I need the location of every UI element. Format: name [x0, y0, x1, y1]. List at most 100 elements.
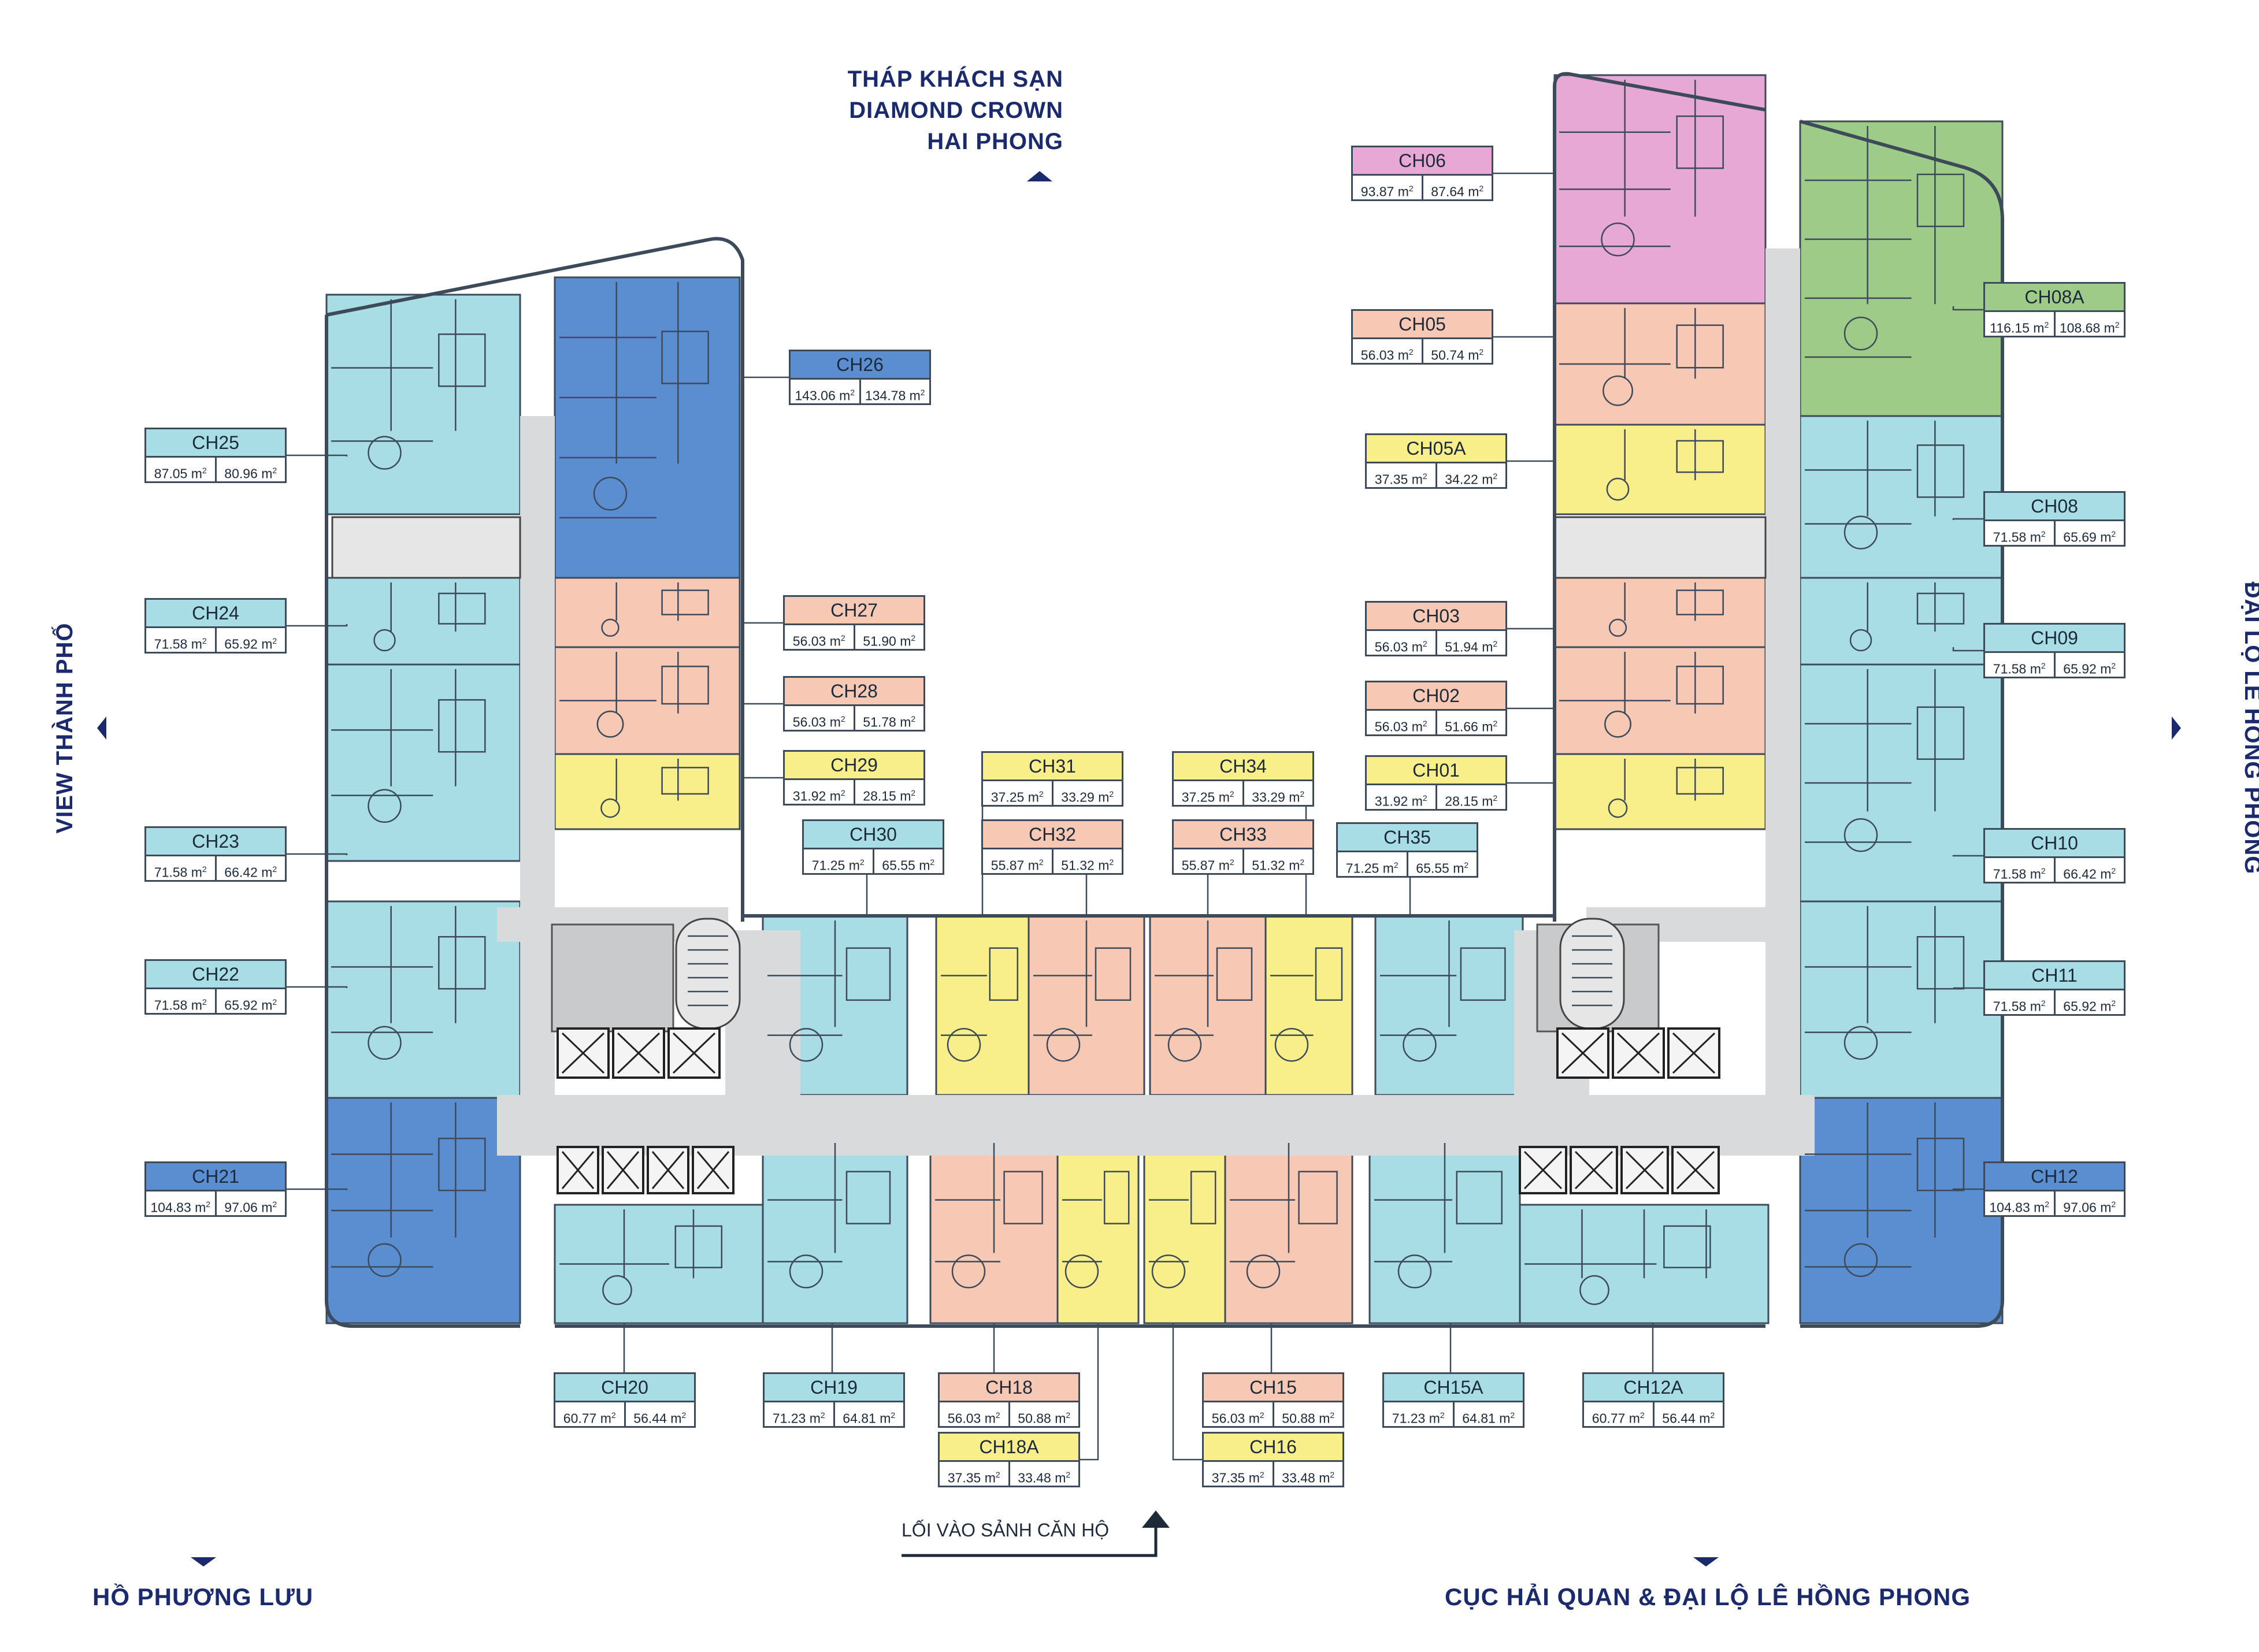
unit-id: CH19: [765, 1374, 903, 1402]
gross-area: 71.58 m2: [1985, 653, 2056, 678]
bed-icon: [1676, 767, 1724, 795]
unit-id: CH12: [1985, 1163, 2124, 1191]
area-value: 56.44 m: [1662, 1410, 1711, 1426]
area-unit-superscript: 2: [995, 1410, 1000, 1420]
area-value: 50.88 m: [1018, 1410, 1066, 1426]
net-area: 108.68 m2: [2056, 312, 2124, 337]
gross-area: 71.58 m2: [146, 989, 217, 1015]
net-area: 50.88 m2: [1010, 1402, 1079, 1428]
bed-icon: [661, 666, 709, 705]
area-value: 56.44 m: [633, 1410, 682, 1426]
area-unit-superscript: 2: [206, 1200, 211, 1209]
bed-icon: [1216, 947, 1253, 1001]
area-value: 34.22 m: [1445, 472, 1493, 487]
area-unit-superscript: 2: [1393, 860, 1399, 870]
net-area: 66.42 m2: [217, 856, 285, 882]
leader-line-ch05a: [1507, 460, 1556, 468]
direction-top-line-1: THÁP KHÁCH SẠN: [847, 66, 1063, 92]
bed-icon: [1916, 935, 1965, 990]
net-area: 51.78 m2: [855, 706, 924, 732]
table-icon: [1246, 1254, 1281, 1289]
leader-line-ch02: [1507, 705, 1556, 710]
table-icon: [1604, 710, 1631, 738]
stair-core-1: [331, 516, 521, 579]
gross-area: 37.35 m2: [1204, 1462, 1274, 1487]
unit-area-ch16: [1143, 1137, 1226, 1324]
unit-id: CH06: [1353, 147, 1492, 176]
bed-icon: [1676, 589, 1724, 615]
area-value: 51.66 m: [1445, 719, 1493, 734]
area-unit-superscript: 2: [1038, 857, 1044, 867]
table-icon: [596, 710, 624, 738]
area-value: 143.06 m: [795, 388, 851, 403]
unit-area-ch01: [1553, 753, 1767, 830]
table-icon: [1274, 1027, 1309, 1062]
leader-line-ch16: [1172, 1323, 1202, 1461]
gross-area: 71.58 m2: [1985, 521, 2056, 547]
area-value: 37.35 m: [1211, 1470, 1260, 1486]
area-unit-superscript: 2: [202, 636, 207, 645]
unit-id: CH18A: [940, 1434, 1078, 1462]
leader-line-ch26: [741, 376, 789, 378]
unit-id: CH22: [146, 961, 285, 989]
gross-area: 71.58 m2: [1985, 858, 2056, 883]
table-icon: [1064, 1254, 1099, 1289]
unit-area-ch18a: [1056, 1137, 1140, 1324]
area-unit-superscript: 2: [1422, 719, 1427, 728]
bed-icon: [1676, 666, 1724, 705]
elevator-cross: [1672, 1032, 1716, 1074]
area-value: 28.15 m: [863, 788, 911, 804]
area-unit-superscript: 2: [995, 1470, 1000, 1479]
net-area: 65.55 m2: [874, 849, 943, 875]
bed-icon: [438, 333, 486, 387]
area-value: 93.87 m: [1360, 184, 1409, 199]
gross-area: 104.83 m2: [146, 1191, 217, 1217]
area-value: 55.87 m: [1181, 857, 1230, 873]
unit-area-ch09: [1799, 577, 2004, 666]
area-unit-superscript: 2: [911, 714, 916, 723]
area-value: 33.48 m: [1282, 1470, 1330, 1486]
area-unit-superscript: 2: [1408, 347, 1414, 357]
